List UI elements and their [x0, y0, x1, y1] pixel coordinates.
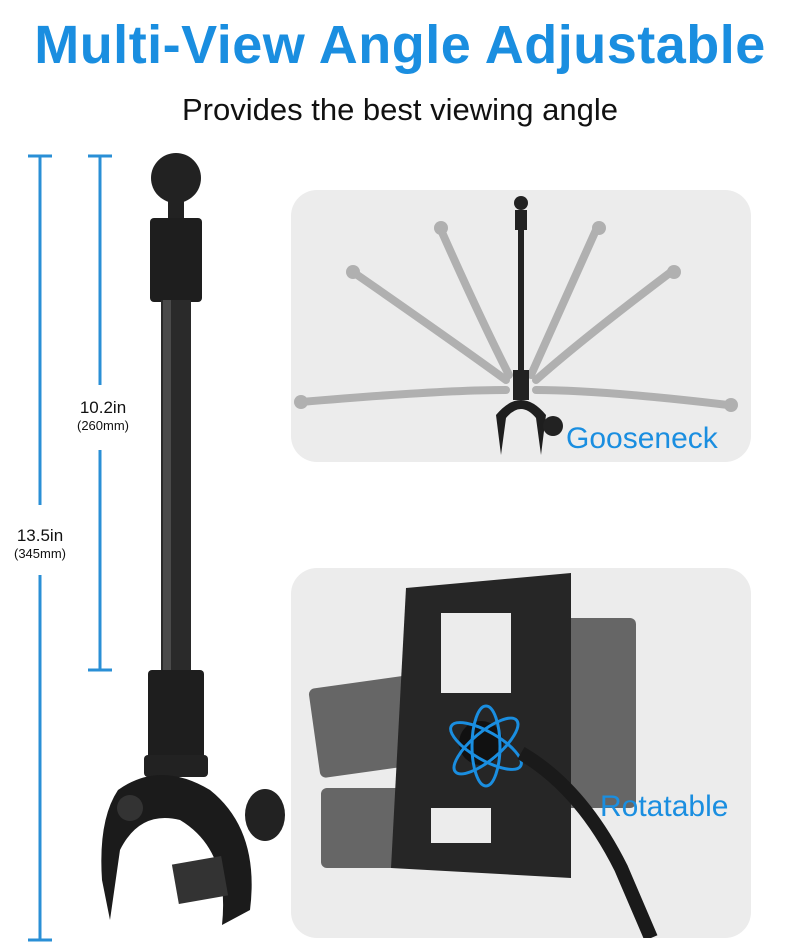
dimension-inner-mm: (260mm) [76, 418, 129, 433]
rotatable-panel: Rotatable [291, 568, 751, 938]
dimension-outer: 13.5in (345mm) [0, 526, 80, 561]
dimension-inner: 10.2in (260mm) [58, 398, 148, 433]
rotatable-holder-image [308, 573, 658, 938]
dimension-outer-mm: (345mm) [13, 546, 66, 561]
dimension-inner-inches: 10.2in [79, 398, 127, 417]
gooseneck-panel: Gooseneck [291, 190, 751, 462]
feature-label-rotatable: Rotatable [600, 790, 729, 823]
page-subtitle: Provides the best viewing angle [182, 92, 618, 127]
gooseneck-angles-image [294, 196, 738, 455]
dimension-outer-inches: 13.5in [16, 526, 64, 545]
page-title: Multi-View Angle Adjustable [34, 15, 766, 75]
feature-label-gooseneck: Gooseneck [566, 422, 718, 455]
